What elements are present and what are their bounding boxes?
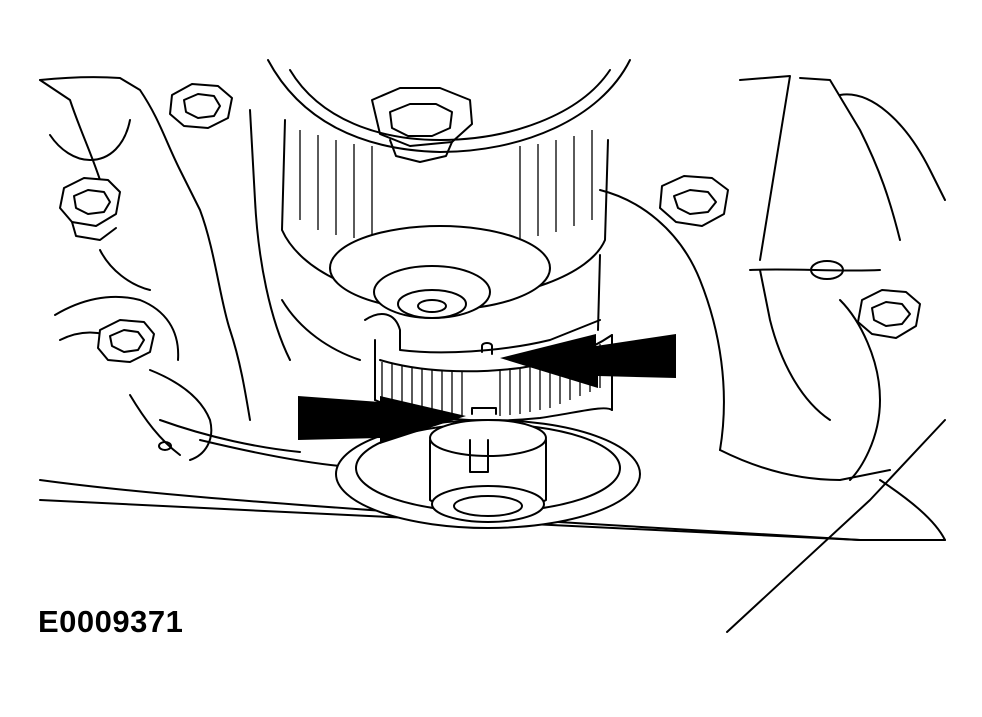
bolt-cam-center <box>371 87 473 163</box>
camshaft-sprocket <box>267 59 631 319</box>
bolt-left <box>59 177 121 241</box>
bolt-lower-left <box>97 319 155 363</box>
bolt-right-upper <box>659 175 729 227</box>
figure-id-label: E0009371 <box>38 604 184 639</box>
pointer-arrow-crank-mark <box>298 396 466 444</box>
bolt-right-lower <box>857 289 921 339</box>
crankshaft-sprocket <box>335 313 641 529</box>
bolt-upper-left <box>169 83 233 129</box>
pointer-arrow-cam-mark <box>500 334 676 388</box>
